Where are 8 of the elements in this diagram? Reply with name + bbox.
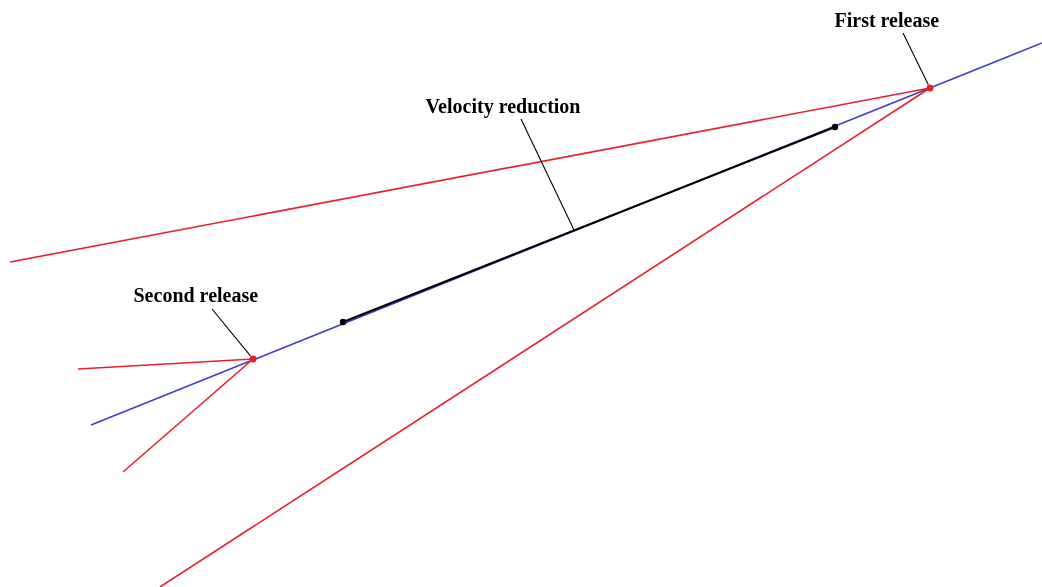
callout-label: Second release (133, 284, 259, 306)
callout-label: First release (834, 9, 940, 31)
leader-line (902, 32, 929, 85)
callout-label: Velocity reduction (425, 95, 581, 117)
leader-line (211, 308, 251, 357)
release-point (249, 355, 257, 363)
release-point (926, 84, 934, 92)
leader-line (520, 118, 575, 231)
